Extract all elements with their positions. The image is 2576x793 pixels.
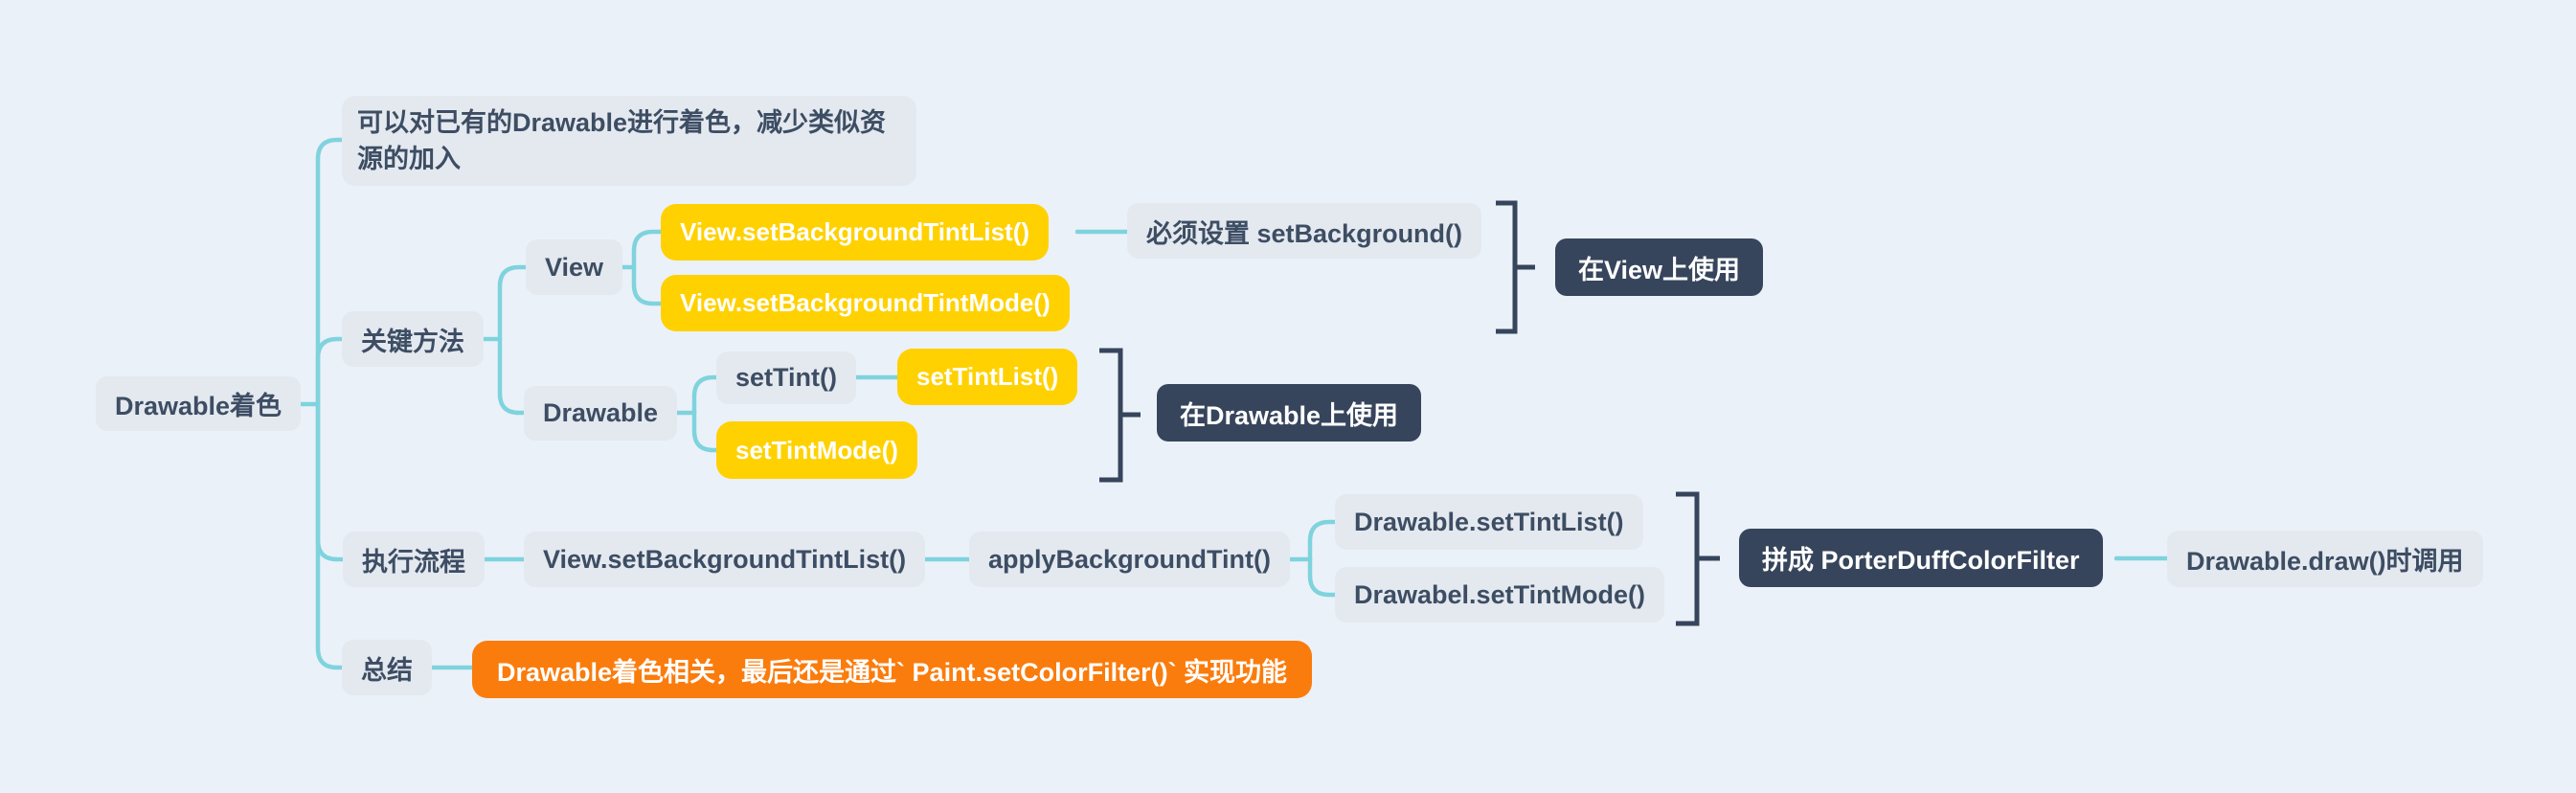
node-key-methods[interactable]: 关键方法 [342, 311, 484, 367]
node-must-set-background[interactable]: 必须设置 setBackground() [1127, 203, 1482, 259]
node-applybackgroundtint[interactable]: applyBackgroundTint() [969, 532, 1291, 587]
bracket-flow-group [1676, 491, 1700, 626]
node-description-note[interactable]: 可以对已有的Drawable进行着色，减少类似资源的加入 [342, 96, 916, 186]
node-view-setbackgroundtintmode[interactable]: View.setBackgroundTintMode() [661, 275, 1070, 331]
node-settint[interactable]: setTint() [716, 351, 856, 404]
summary-brackets [1099, 200, 1720, 626]
node-summary-note[interactable]: Drawable着色相关，最后还是通过` Paint.setColorFilte… [472, 641, 1313, 698]
node-drawable-draw-call[interactable]: Drawable.draw()时调用 [2167, 531, 2483, 587]
node-summary[interactable]: 总结 [342, 640, 432, 695]
node-use-on-view[interactable]: 在View上使用 [1555, 238, 1764, 296]
node-view[interactable]: View [526, 239, 623, 295]
node-settintlist[interactable]: setTintList() [897, 349, 1078, 405]
bracket-view-group [1496, 200, 1518, 334]
node-view-setbackgroundtintlist[interactable]: View.setBackgroundTintList() [661, 204, 1050, 261]
node-drawable[interactable]: Drawable [524, 386, 678, 441]
node-root[interactable]: Drawable着色 [96, 376, 302, 431]
node-drawabel-settintmode[interactable]: Drawabel.setTintMode() [1335, 567, 1665, 623]
bracket-drawable-group [1099, 348, 1123, 483]
node-exec-flow[interactable]: 执行流程 [343, 532, 485, 587]
node-settintmode[interactable]: setTintMode() [716, 421, 917, 479]
node-drawable-settintlist[interactable]: Drawable.setTintList() [1335, 494, 1643, 550]
node-use-on-drawable[interactable]: 在Drawable上使用 [1157, 384, 1422, 442]
node-flow-view-setbackgroundtintlist[interactable]: View.setBackgroundTintList() [524, 532, 926, 587]
node-porterduffcolorfilter[interactable]: 拼成 PorterDuffColorFilter [1739, 529, 2103, 587]
